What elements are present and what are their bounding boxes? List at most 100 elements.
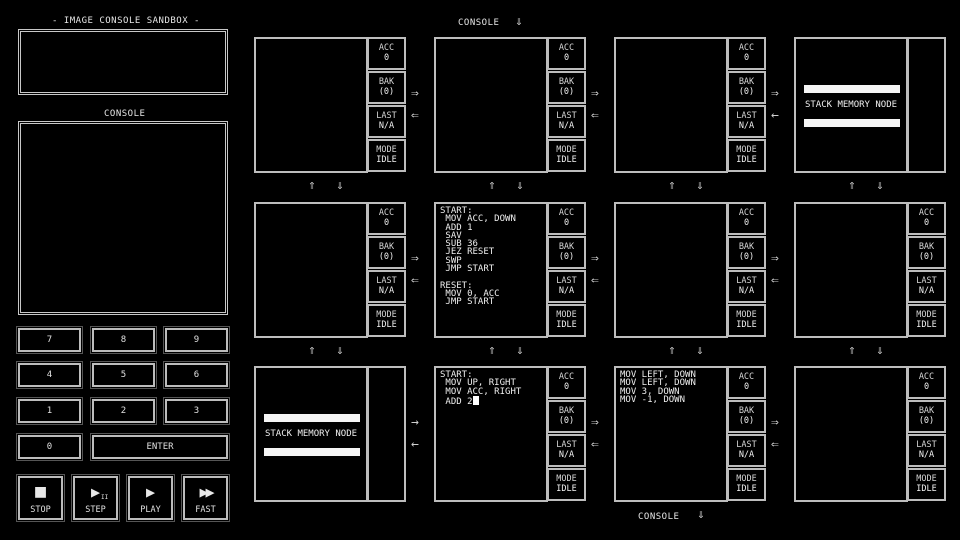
bak-register: BAK(0) bbox=[727, 236, 766, 269]
arrow-down-icon: ⇓ bbox=[516, 178, 524, 193]
arrow-up-icon: ⇑ bbox=[668, 343, 676, 358]
code-editor[interactable] bbox=[614, 202, 728, 338]
node-9[interactable]: STACK MEMORY NODE bbox=[254, 366, 406, 502]
acc-label: ACC bbox=[918, 208, 935, 218]
node-11[interactable]: MOV LEFT, DOWN MOV LEFT, DOWN MOV 3, DOW… bbox=[614, 366, 766, 502]
arrow-left-icon: ⇐ bbox=[771, 273, 779, 288]
key-8[interactable]: 8 bbox=[90, 326, 157, 354]
stack-memory-label: STACK MEMORY NODE bbox=[264, 429, 358, 439]
last-label: LAST bbox=[736, 111, 757, 121]
fast-button[interactable]: ▶▶FAST bbox=[181, 474, 230, 522]
last-label: LAST bbox=[376, 111, 397, 121]
key-7[interactable]: 7 bbox=[16, 326, 83, 354]
arrow-down-icon: ⇓ bbox=[876, 178, 884, 193]
acc-value: 0 bbox=[563, 53, 570, 63]
top-console-arrow-icon: ⇓ bbox=[515, 14, 523, 29]
bak-register: BAK(0) bbox=[727, 71, 766, 104]
mode-value: IDLE bbox=[376, 155, 397, 165]
key-2[interactable]: 2 bbox=[90, 397, 157, 425]
top-console-label: CONSOLE bbox=[458, 18, 500, 28]
stack-bar-top bbox=[804, 85, 900, 93]
acc-value: 0 bbox=[743, 382, 750, 392]
key-3[interactable]: 3 bbox=[163, 397, 230, 425]
key-4[interactable]: 4 bbox=[16, 361, 83, 389]
code-editor[interactable]: MOV LEFT, DOWN MOV LEFT, DOWN MOV 3, DOW… bbox=[614, 366, 728, 502]
last-label: LAST bbox=[736, 440, 757, 450]
bak-label: BAK bbox=[378, 77, 395, 87]
mode-value: IDLE bbox=[736, 484, 757, 494]
code-editor[interactable] bbox=[794, 366, 908, 502]
node-4[interactable]: STACK MEMORY NODE bbox=[794, 37, 946, 173]
mode-value: IDLE bbox=[736, 320, 757, 330]
stack-bar-bottom bbox=[264, 448, 360, 456]
key-6[interactable]: 6 bbox=[163, 361, 230, 389]
bak-register: BAK(0) bbox=[727, 400, 766, 433]
bak-label: BAK bbox=[738, 77, 755, 87]
node-10[interactable]: START: MOV UP, RIGHT MOV ACC, RIGHT ADD … bbox=[434, 366, 586, 502]
code-editor[interactable]: START: MOV UP, RIGHT MOV ACC, RIGHT ADD … bbox=[434, 366, 548, 502]
mode-value: IDLE bbox=[556, 484, 577, 494]
console-output bbox=[18, 121, 228, 315]
stack-memory-label: STACK MEMORY NODE bbox=[804, 100, 898, 110]
mode-value: IDLE bbox=[556, 155, 577, 165]
key-5[interactable]: 5 bbox=[90, 361, 157, 389]
arrow-left-icon: ⇐ bbox=[411, 273, 419, 288]
acc-value: 0 bbox=[563, 218, 570, 228]
mode-label: MODE bbox=[376, 310, 397, 320]
code-editor[interactable] bbox=[614, 37, 728, 173]
arrow-down-icon: ⇓ bbox=[336, 178, 344, 193]
code-editor[interactable] bbox=[434, 37, 548, 173]
code-editor[interactable]: START: MOV ACC, DOWN ADD 1 SAV SUB 36 JE… bbox=[434, 202, 548, 338]
bak-register: BAK(0) bbox=[367, 71, 406, 104]
arrow-up-icon: ⇑ bbox=[848, 178, 856, 193]
stack-bar-top bbox=[264, 414, 360, 422]
last-label: LAST bbox=[916, 276, 937, 286]
key-0[interactable]: 0 bbox=[16, 433, 83, 461]
last-value: N/A bbox=[378, 286, 395, 296]
last-label: LAST bbox=[376, 276, 397, 286]
enter-key[interactable]: ENTER bbox=[90, 433, 230, 461]
key-1[interactable]: 1 bbox=[16, 397, 83, 425]
code-editor[interactable] bbox=[254, 202, 368, 338]
arrow-right-icon: ⇒ bbox=[591, 415, 599, 430]
arrow-up-icon: ⇑ bbox=[308, 178, 316, 193]
code-editor[interactable] bbox=[254, 37, 368, 173]
play-button[interactable]: ▶PLAY bbox=[126, 474, 175, 522]
node-6[interactable]: START: MOV ACC, DOWN ADD 1 SAV SUB 36 JE… bbox=[434, 202, 586, 338]
acc-label: ACC bbox=[558, 43, 575, 53]
last-value: N/A bbox=[918, 286, 935, 296]
arrow-right-icon: ⇒ bbox=[411, 86, 419, 101]
last-value: N/A bbox=[738, 286, 755, 296]
bak-register: BAK(0) bbox=[367, 236, 406, 269]
arrow-right-icon: ⇒ bbox=[591, 86, 599, 101]
mode-label: MODE bbox=[736, 145, 757, 155]
arrow-up-icon: ⇑ bbox=[668, 178, 676, 193]
last-value: N/A bbox=[558, 286, 575, 296]
acc-label: ACC bbox=[738, 208, 755, 218]
code-editor[interactable] bbox=[794, 202, 908, 338]
stop-button[interactable]: ■STOP bbox=[16, 474, 65, 522]
key-9[interactable]: 9 bbox=[163, 326, 230, 354]
mode-label: MODE bbox=[376, 145, 397, 155]
arrow-down-icon: ⇓ bbox=[696, 343, 704, 358]
